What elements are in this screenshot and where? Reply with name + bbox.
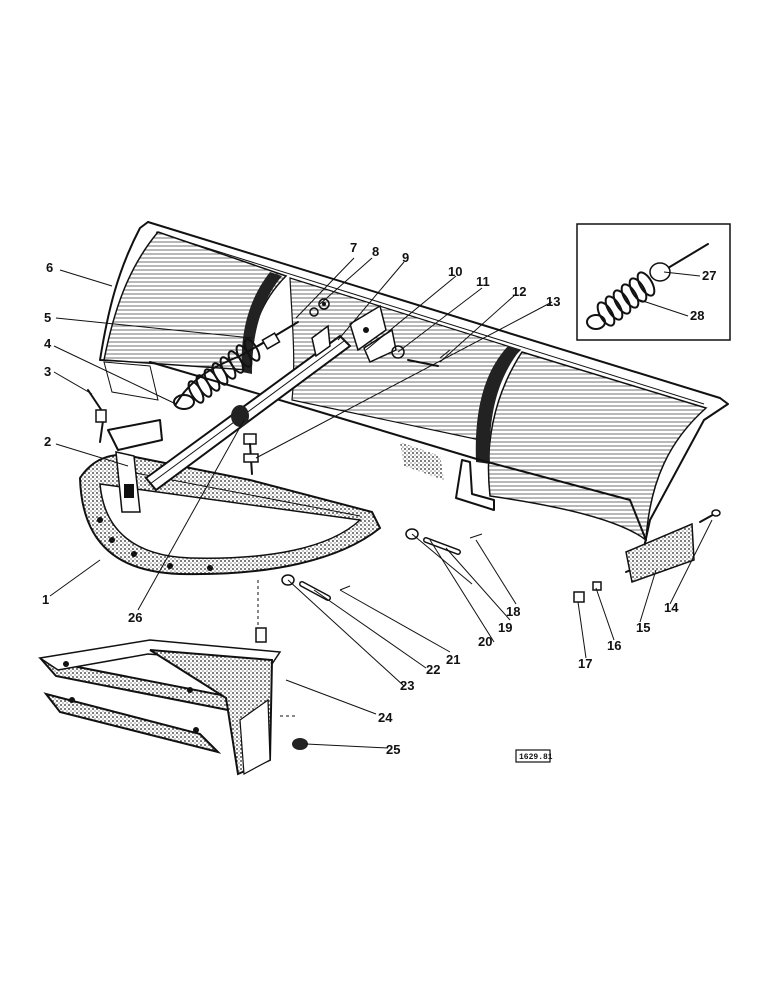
- reference-code: 1629.81: [515, 749, 553, 763]
- callout-9: 9: [402, 250, 409, 265]
- callout-2: 2: [44, 434, 51, 449]
- mounting-bracket: [37, 580, 308, 776]
- callout-7: 7: [350, 240, 357, 255]
- callout-24: 24: [378, 710, 393, 725]
- callout-15: 15: [636, 620, 650, 635]
- callout-21: 21: [446, 652, 460, 667]
- callout-labels: 1 2 3 4 5 6 7 8 9 10 11 12 13 14 15 16 1…: [42, 240, 716, 757]
- callout-12: 12: [512, 284, 526, 299]
- callout-28: 28: [690, 308, 704, 323]
- callout-14: 14: [664, 600, 679, 615]
- callout-26: 26: [128, 610, 142, 625]
- callout-22: 22: [426, 662, 440, 677]
- spring-assembly: [173, 321, 299, 427]
- callout-25: 25: [386, 742, 400, 757]
- blade-assembly: [99, 221, 729, 583]
- callout-5: 5: [44, 310, 51, 325]
- callout-16: 16: [607, 638, 621, 653]
- pivot-hardware: [243, 298, 451, 475]
- callout-8: 8: [372, 244, 379, 259]
- callout-27: 27: [702, 268, 716, 283]
- callout-23: 23: [400, 678, 414, 693]
- callout-6: 6: [46, 260, 53, 275]
- callout-20: 20: [478, 634, 492, 649]
- callout-10: 10: [448, 264, 462, 279]
- callout-18: 18: [506, 604, 520, 619]
- callout-4: 4: [44, 336, 52, 351]
- callout-13: 13: [546, 294, 560, 309]
- callout-11: 11: [476, 274, 490, 289]
- callout-1: 1: [42, 592, 49, 607]
- swivel-frame: [78, 419, 382, 576]
- callout-3: 3: [44, 364, 51, 379]
- reference-code-text: 1629.81: [519, 753, 553, 762]
- callout-17: 17: [578, 656, 592, 671]
- callout-19: 19: [498, 620, 512, 635]
- leader-lines: [49, 257, 713, 749]
- inset-detail-box: [576, 223, 731, 341]
- handle-part: [87, 389, 107, 443]
